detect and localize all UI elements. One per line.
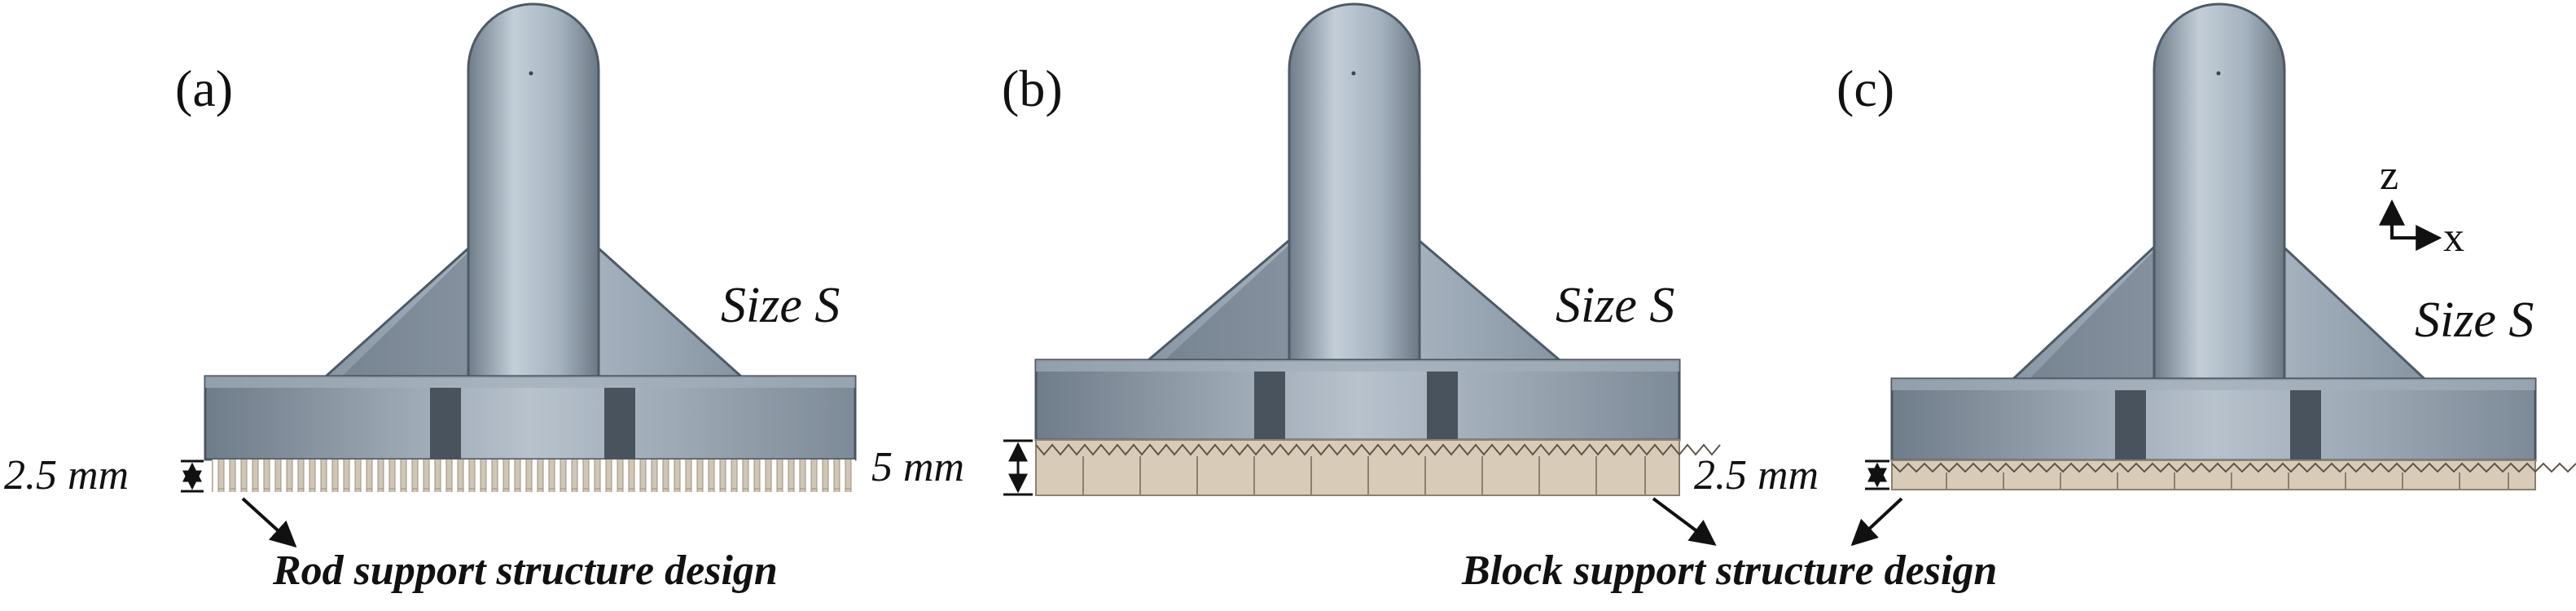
panel-b: (b) Size S 5 mm: [871, 2, 1721, 546]
base-top-edge: [1892, 379, 2535, 390]
part-model-c: [1890, 2, 2576, 490]
dimension-label-c: 2.5 mm: [1694, 452, 1819, 499]
base-top-edge: [205, 376, 855, 388]
pointer-arrow-c: [1850, 497, 1903, 547]
left-fin-shadow: [342, 226, 493, 376]
base-slot-left: [2115, 390, 2146, 460]
base-slot-left: [1254, 371, 1285, 440]
axis-z-label: z: [2380, 152, 2398, 199]
right-fin: [1395, 218, 1564, 362]
size-label-b: Size S: [1556, 278, 1674, 333]
block-support-structure: [1035, 439, 1680, 496]
dimension-label-a: 2.5 mm: [4, 452, 129, 499]
axis-x-label: x: [2443, 214, 2464, 261]
base-slot-right: [604, 388, 635, 459]
rod-support-structure: [212, 459, 855, 492]
base-slot-right: [1427, 371, 1458, 440]
panel-a: (a) Size S 2.5 mm Rod support structure …: [4, 2, 857, 594]
part-model-a: [204, 2, 857, 492]
caption-rod-support: Rod support structure design: [272, 547, 778, 594]
support-partitions: [1082, 456, 1646, 495]
column-tip-mark: [1351, 71, 1356, 76]
dimension-marker-b: [1003, 439, 1033, 496]
support-partitions: [1946, 473, 2509, 490]
base-slot-left: [430, 388, 461, 459]
center-column: [467, 2, 600, 378]
pointer-arrow-a: [241, 497, 297, 548]
base-disc: [1034, 358, 1681, 442]
panel-label-a: (a): [175, 59, 233, 117]
pointer-arrow-b: [1652, 497, 1717, 546]
center-column: [2153, 2, 2286, 380]
center-column: [1288, 2, 1421, 362]
base-disc: [204, 375, 857, 461]
left-fin-shadow: [1165, 222, 1311, 360]
dimension-marker-c: [1865, 459, 1889, 490]
size-label-c: Size S: [2415, 292, 2534, 348]
panel-label-b: (b): [1002, 59, 1063, 117]
right-fin: [2260, 223, 2428, 380]
base-disc: [1890, 377, 2537, 462]
part-model-b: [1034, 2, 1721, 496]
base-top-edge: [1036, 360, 1679, 371]
size-label-a: Size S: [721, 278, 840, 333]
caption-block-support: Block support structure design: [1461, 547, 1997, 594]
axis-indicator: z x: [2379, 152, 2464, 261]
base-slot-right: [2290, 390, 2321, 460]
panel-c: (c) Size S 2.5 mm: [1694, 2, 2576, 547]
panel-label-c: (c): [1837, 59, 1894, 117]
dimension-marker-a: [181, 459, 204, 493]
dimension-label-b: 5 mm: [871, 444, 964, 490]
column-tip-mark: [2216, 71, 2221, 76]
left-fin-shadow: [2030, 226, 2176, 379]
support-teeth: [1891, 462, 2576, 473]
column-tip-mark: [529, 71, 533, 76]
support-teeth: [1035, 443, 1721, 456]
